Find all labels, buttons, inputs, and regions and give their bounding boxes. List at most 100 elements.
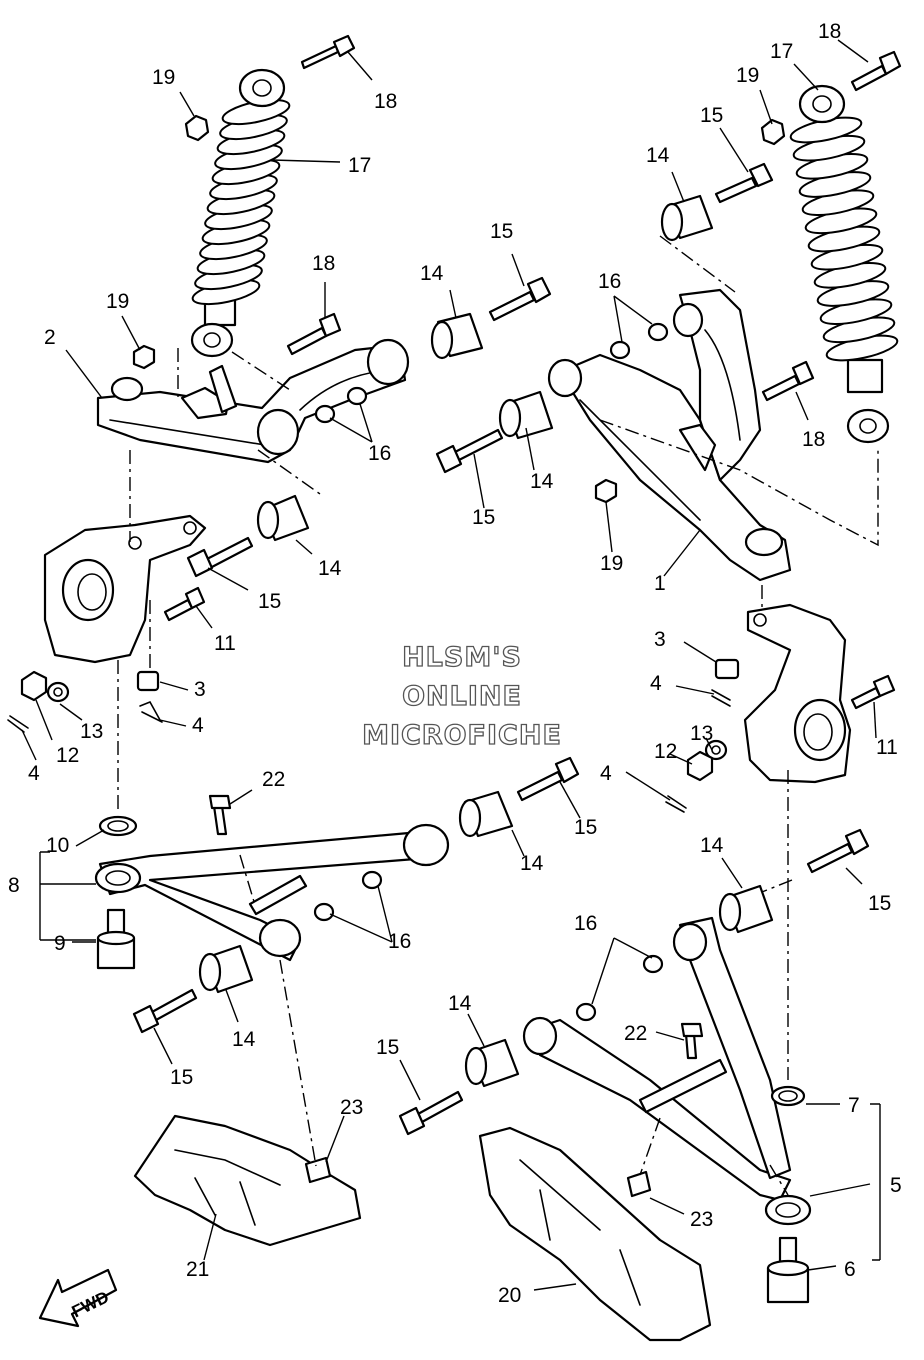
callout-10: 10 xyxy=(46,834,69,857)
left-upper-arm-collar-pair[interactable] xyxy=(314,386,368,424)
right-shock-upper-bolt[interactable] xyxy=(850,50,902,92)
watermark: HLSM'S ONLINE MICROFICHE xyxy=(361,641,561,751)
callout-leader-lines xyxy=(21,39,881,1291)
callout-19: 19 xyxy=(600,552,623,575)
left-cotter-pin-lower[interactable] xyxy=(7,715,29,733)
right-upper-arm[interactable] xyxy=(547,288,792,582)
callout-14: 14 xyxy=(700,834,724,857)
callout-3: 3 xyxy=(654,628,666,651)
left-cotter-pin-upper[interactable] xyxy=(139,700,163,723)
left-upper-arm-bolt[interactable] xyxy=(286,312,342,356)
left-upper-arm[interactable] xyxy=(96,338,410,464)
right-upper-bolt-a[interactable] xyxy=(714,162,774,204)
left-circlip[interactable] xyxy=(98,815,138,837)
right-guard-clip[interactable] xyxy=(626,1170,652,1198)
left-lower-bushing-rear[interactable] xyxy=(198,944,254,994)
callout-14: 14 xyxy=(448,992,472,1015)
left-steering-knuckle[interactable] xyxy=(43,514,207,664)
right-lower-bolt-a[interactable] xyxy=(806,828,870,874)
right-lower-arm-bolt-top[interactable] xyxy=(680,1022,704,1060)
left-upper-bushing-rear[interactable] xyxy=(256,494,310,542)
callout-15: 15 xyxy=(700,104,723,127)
right-lower-arm[interactable] xyxy=(522,916,812,1226)
right-arm-guard[interactable] xyxy=(478,1126,712,1342)
callout-13: 13 xyxy=(690,722,713,745)
left-castle-nut-upper[interactable] xyxy=(136,670,160,692)
callout-15: 15 xyxy=(490,220,513,243)
callout-17: 17 xyxy=(770,40,793,63)
callout-18: 18 xyxy=(802,428,825,451)
left-upper-bolt-rear[interactable] xyxy=(186,536,254,578)
callout-19: 19 xyxy=(736,64,759,87)
callout-16: 16 xyxy=(368,442,391,465)
callout-14: 14 xyxy=(420,262,444,285)
callout-4: 4 xyxy=(192,714,204,737)
callout-1: 1 xyxy=(654,572,666,595)
left-lower-bolt-rear[interactable] xyxy=(132,988,198,1034)
callout-4: 4 xyxy=(600,762,612,785)
left-shock-upper-bolt[interactable] xyxy=(300,34,356,70)
left-shock-absorber[interactable] xyxy=(190,68,292,358)
callout-23: 23 xyxy=(690,1208,713,1231)
right-castle-nut-upper[interactable] xyxy=(714,658,740,680)
callout-19: 19 xyxy=(106,290,129,313)
left-upper-arm-nut[interactable] xyxy=(132,344,156,370)
callout-12: 12 xyxy=(56,744,79,767)
callout-7: 7 xyxy=(848,1094,860,1117)
callout-16: 16 xyxy=(598,270,621,293)
right-shock-upper-nut[interactable] xyxy=(760,118,786,146)
left-guard-clip[interactable] xyxy=(304,1156,332,1184)
assembly-guide-lines xyxy=(117,235,879,1196)
right-lower-bushing-b[interactable] xyxy=(464,1038,520,1088)
right-upper-bolt-c[interactable] xyxy=(435,428,504,474)
callout-15: 15 xyxy=(170,1066,193,1089)
right-lower-bushing-a[interactable] xyxy=(718,884,774,934)
right-upper-arm-nut[interactable] xyxy=(594,478,618,504)
right-upper-bolt-b[interactable] xyxy=(761,360,815,402)
right-ball-joint[interactable] xyxy=(766,1236,810,1304)
callout-16: 16 xyxy=(388,930,411,953)
right-shock-absorber[interactable] xyxy=(789,84,900,444)
right-steering-knuckle[interactable] xyxy=(743,603,852,784)
callout-6: 6 xyxy=(844,1258,856,1281)
callout-14: 14 xyxy=(530,470,554,493)
right-cotter-pin-lower[interactable] xyxy=(665,795,687,813)
callout-14: 14 xyxy=(646,144,670,167)
right-knuckle-bolt[interactable] xyxy=(850,674,896,710)
right-castle-nut-lower[interactable] xyxy=(686,750,714,782)
left-upper-bolt-front[interactable] xyxy=(488,276,552,322)
left-ball-joint[interactable] xyxy=(96,908,136,970)
left-lower-bushing-front[interactable] xyxy=(458,790,514,838)
left-lower-arm[interactable] xyxy=(94,823,450,962)
left-knuckle-bolt[interactable] xyxy=(163,586,206,622)
left-shock-upper-nut[interactable] xyxy=(184,114,210,142)
callout-18: 18 xyxy=(818,20,841,43)
right-circlip[interactable] xyxy=(770,1085,806,1107)
callout-4: 4 xyxy=(28,762,40,785)
left-upper-bushing-front[interactable] xyxy=(430,312,484,360)
left-washer[interactable] xyxy=(46,681,70,703)
right-cotter-pin-upper[interactable] xyxy=(711,689,731,707)
callout-11: 11 xyxy=(214,632,236,655)
left-castle-nut-lower[interactable] xyxy=(20,670,48,702)
right-lower-bolt-b[interactable] xyxy=(398,1090,464,1136)
left-lower-bolt-front[interactable] xyxy=(516,756,580,802)
callout-15: 15 xyxy=(868,892,891,915)
callout-14: 14 xyxy=(318,557,342,580)
callout-18: 18 xyxy=(312,252,335,275)
callout-2: 2 xyxy=(44,326,56,349)
callout-17: 17 xyxy=(348,154,371,177)
callout-23: 23 xyxy=(340,1096,363,1119)
left-arm-guard[interactable] xyxy=(133,1114,362,1247)
callout-15: 15 xyxy=(574,816,597,839)
left-lower-arm-bolt-top[interactable] xyxy=(208,794,232,836)
right-upper-bushing-b[interactable] xyxy=(498,390,554,440)
left-lower-arm-collar-pair[interactable] xyxy=(313,870,383,922)
callout-9: 9 xyxy=(54,932,66,955)
right-lower-arm-collar-pair[interactable] xyxy=(575,954,664,1022)
callout-3: 3 xyxy=(194,678,206,701)
right-upper-bushing-a[interactable] xyxy=(660,194,714,242)
right-washer[interactable] xyxy=(704,739,728,761)
right-upper-arm-collar-pair[interactable] xyxy=(609,322,669,360)
